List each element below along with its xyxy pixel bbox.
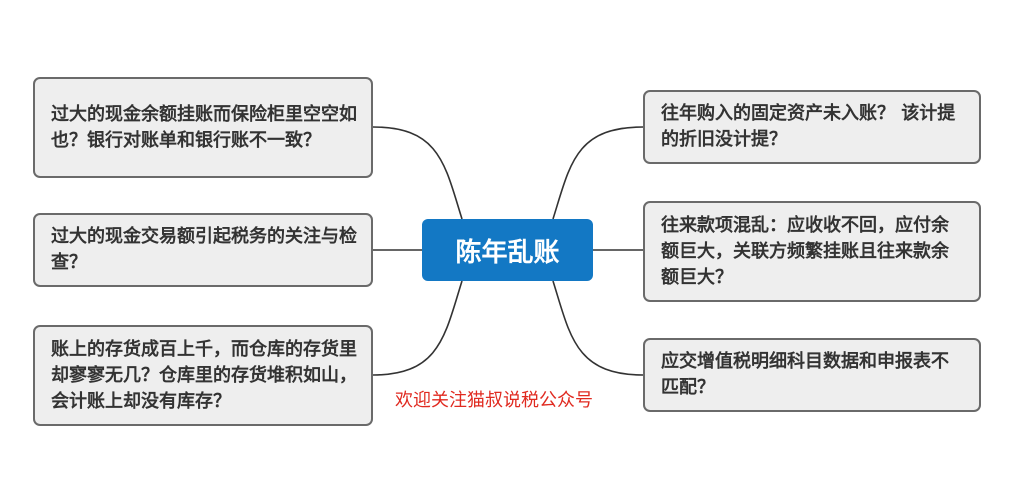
topic-inventory-mismatch-text: 账上的存货成百上千，而仓库的存货里却寥寥无几？仓库里的存货堆积如山，会计账上却没… [51, 338, 357, 412]
topic-fixed-assets-text: 往年购入的固定资产未入账？ 该计提的折旧没计提？ [661, 103, 956, 150]
topic-vat-mismatch[interactable]: 应交增值税明细科目数据和申报表不匹配？ [643, 338, 981, 412]
connector-right-3 [552, 280, 644, 376]
central-topic[interactable]: 陈年乱账 [422, 219, 593, 281]
watermark-text: 欢迎关注猫叔说税公众号 [395, 390, 593, 411]
connector-left-3 [372, 280, 463, 376]
connector-right-1 [552, 126, 644, 220]
topic-receivables-payables[interactable]: 往来款项混乱：应收收不回，应付余额巨大，关联方频繁挂账且往来款余额巨大？ [643, 201, 981, 302]
topic-inventory-mismatch[interactable]: 账上的存货成百上千，而仓库的存货里却寥寥无几？仓库里的存货堆积如山，会计账上却没… [33, 325, 373, 426]
topic-cash-balance[interactable]: 过大的现金余额挂账而保险柜里空空如也？银行对账单和银行账不一致？ [33, 77, 373, 178]
topic-fixed-assets[interactable]: 往年购入的固定资产未入账？ 该计提的折旧没计提？ [643, 90, 981, 164]
connector-left-1 [372, 126, 463, 220]
topic-receivables-payables-text: 往来款项混乱：应收收不回，应付余额巨大，关联方频繁挂账且往来款余额巨大？ [661, 214, 949, 288]
topic-large-cash-transactions-text: 过大的现金交易额引起税务的关注与检查？ [51, 226, 357, 273]
topic-vat-mismatch-text: 应交增值税明细科目数据和申报表不匹配？ [661, 351, 949, 398]
topic-large-cash-transactions[interactable]: 过大的现金交易额引起税务的关注与检查？ [33, 213, 373, 287]
topic-cash-balance-text: 过大的现金余额挂账而保险柜里空空如也？银行对账单和银行账不一致？ [51, 103, 357, 151]
central-topic-label: 陈年乱账 [455, 237, 560, 268]
